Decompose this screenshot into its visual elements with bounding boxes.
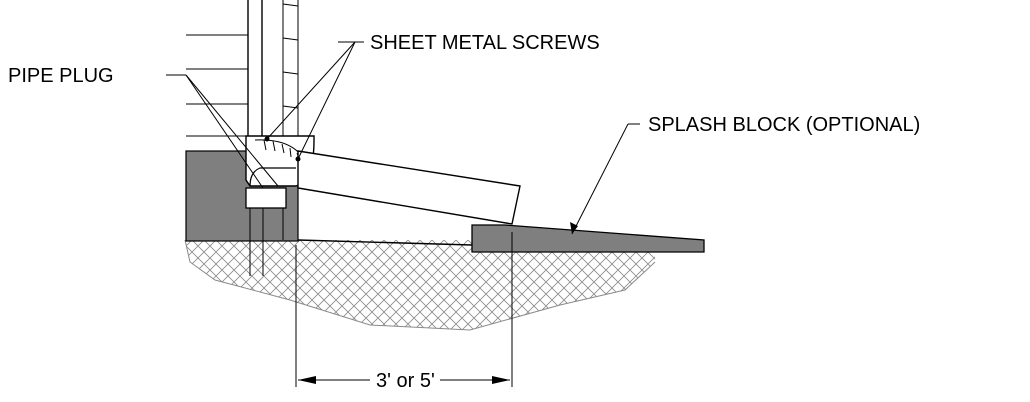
extension-pipe: [297, 150, 521, 225]
ground-line: [297, 239, 473, 246]
dimension: [295, 232, 513, 387]
label-pipe-plug: PIPE PLUG: [8, 65, 114, 87]
label-sheet-metal-screws: SHEET METAL SCREWS: [370, 32, 600, 54]
leader-lines: [166, 41, 640, 235]
label-splash-block: SPLASH BLOCK (OPTIONAL): [648, 114, 920, 136]
downspout-pipe: [247, 0, 263, 136]
wall-siding: [186, 0, 299, 152]
label-dimension: 3' or 5': [376, 370, 435, 392]
pipe-plug: [245, 187, 287, 276]
ground-soil: [184, 239, 656, 331]
splash-block: [471, 224, 705, 253]
